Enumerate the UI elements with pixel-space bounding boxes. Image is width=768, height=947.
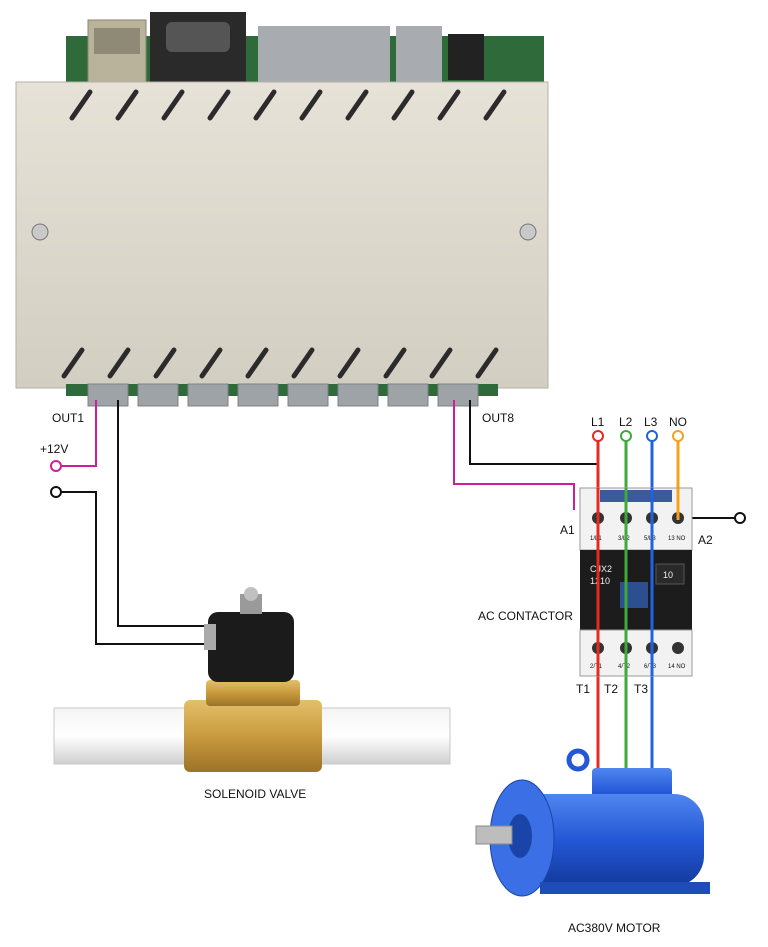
vent-slot [299,89,323,121]
output-terminal [87,383,129,407]
vent-slot [437,89,461,121]
vent-slots-bottom [61,347,499,379]
supply-label: +12V [40,442,68,456]
output-terminal [187,383,229,407]
valve-cap [244,587,258,601]
bottom-pcb-strip [66,384,498,396]
a2-terminal [734,512,746,524]
enclosure [15,81,549,389]
vent-slot [115,89,139,121]
vent-slot [161,89,185,121]
vent-slot [391,89,415,121]
vent-slot [253,89,277,121]
terminal-mark-top-1: 1/L1 [590,536,602,542]
power-jack [448,34,484,80]
t2-label: T2 [604,682,618,696]
vent-slot [245,347,269,379]
a1-label: A1 [560,523,575,537]
output-terminal [437,383,479,407]
solenoid-valve [53,587,451,772]
vent-slot [345,89,369,121]
contactor-screw-b4 [672,642,684,654]
relay-controller [15,12,549,407]
motor-foot [540,882,710,894]
vent-slot [153,347,177,379]
wire-out1-valve [117,400,206,627]
wire-out1-supply [62,400,97,467]
vent-slot [199,347,223,379]
vent-slot [383,347,407,379]
motor-housing [508,794,704,886]
contactor-model-1: CJX2 [590,564,612,574]
output-terminal [137,383,179,407]
output-terminals [87,383,479,407]
no-terminal [672,430,684,442]
contactor-title: AC CONTACTOR [478,609,573,623]
terminal-mark-bottom-1: 2/T1 [590,664,603,670]
terminal-mark-bottom-4: 14 NO [668,664,686,670]
terminal-mark-bottom-2: 4/T2 [618,664,631,670]
contactor-nameplate [600,490,672,502]
contactor-aux-plate [655,563,685,585]
supply-positive-terminal [50,460,62,472]
vent-slot [429,347,453,379]
terminal-mark-top-2: 3/L2 [618,536,630,542]
vent-slot [337,347,361,379]
vent-slot [207,89,231,121]
t1-label: T1 [576,682,590,696]
contactor-model-2: 1210 [590,576,610,586]
out1-label: OUT1 [52,411,84,425]
wire-negative-valve [62,491,206,645]
valve-stem [240,594,262,614]
output-terminal [387,383,429,407]
motor-lifting-eye [566,748,590,772]
phase-wires-overlay [596,488,680,676]
ac-motor [475,748,710,897]
terminal-mark-bottom-3: 6/T3 [644,664,657,670]
l2-terminal [620,430,632,442]
vent-slot [483,89,507,121]
t3-label: T3 [634,682,648,696]
contactor-window [620,582,648,608]
l1-terminal [592,430,604,442]
valve-bonnet [206,680,300,706]
wire-out8-a1 [453,400,575,510]
no-label: NO [669,415,687,429]
output-terminal [287,383,329,407]
terminal-mark-top-3: 5/L3 [644,536,656,542]
output-terminal [237,383,279,407]
l3-terminal [646,430,658,442]
screw-left [31,223,49,241]
valve-coil-connector [204,624,216,650]
vent-slot [475,347,499,379]
valve-label: SOLENOID VALVE [204,787,306,801]
output-terminal [337,383,379,407]
top-terminal-block-2 [396,26,442,84]
screw-right [519,223,537,241]
motor-shaft [475,825,513,845]
vent-slot [69,89,93,121]
motor-label: AC380V MOTOR [568,921,661,935]
vent-slot [107,347,131,379]
supply-negative-terminal [50,486,62,498]
valve-body [184,700,322,772]
l1-label: L1 [591,415,605,429]
vent-slot [61,347,85,379]
a2-label: A2 [698,533,713,547]
l2-label: L2 [619,415,633,429]
motor-endbell-hub [508,814,532,858]
terminal-mark-top-4: 13 NO [668,536,686,542]
l3-label: L3 [644,415,658,429]
wire-out8-l1 [469,400,598,465]
vent-slot [291,347,315,379]
vent-slots-top [69,89,507,121]
out8-label: OUT8 [482,411,514,425]
top-terminal-block [258,26,390,84]
wires [62,400,738,645]
contactor-aux-text: 10 [663,570,673,580]
valve-coil [208,612,294,682]
